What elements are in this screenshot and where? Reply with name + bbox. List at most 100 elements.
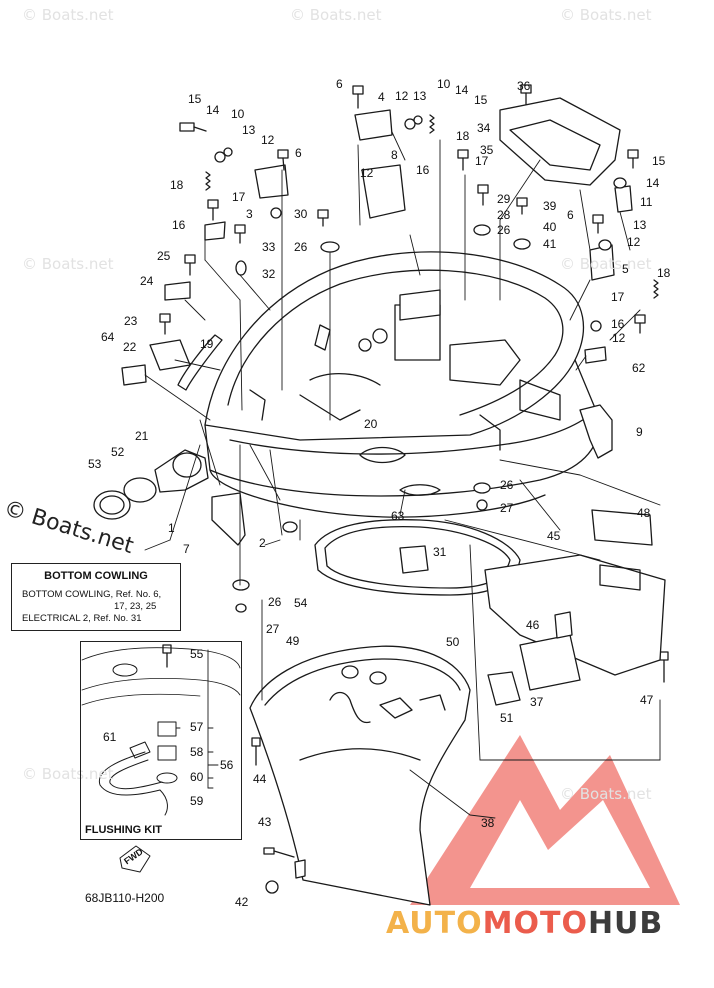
- info-box-line-2: 17, 23, 25: [114, 601, 157, 612]
- callout-number[interactable]: 50: [446, 635, 460, 649]
- callout-number[interactable]: 10: [437, 77, 451, 91]
- callout-number[interactable]: 17: [475, 154, 489, 168]
- lower-seal-bracket: [314, 519, 666, 706]
- callout-number[interactable]: 63: [391, 509, 405, 523]
- callout-number[interactable]: 38: [481, 816, 495, 830]
- callout-number[interactable]: 61: [103, 730, 117, 744]
- callout-number[interactable]: 24: [140, 274, 154, 288]
- callout-number[interactable]: 51: [500, 711, 514, 725]
- callout-number[interactable]: 36: [517, 79, 531, 93]
- callout-number[interactable]: 26: [497, 223, 511, 237]
- callout-number[interactable]: 34: [477, 121, 491, 135]
- callout-number[interactable]: 26: [294, 240, 308, 254]
- bottom-cowling-tray: [204, 251, 601, 518]
- callout-number[interactable]: 1: [168, 521, 175, 535]
- callout-number[interactable]: 28: [497, 208, 511, 222]
- callout-number[interactable]: 46: [526, 618, 540, 632]
- callout-number[interactable]: 59: [190, 794, 204, 808]
- watermark-text: © Boats.net: [560, 785, 652, 803]
- callout-number[interactable]: 49: [286, 634, 300, 648]
- callout-number[interactable]: 17: [611, 290, 625, 304]
- callout-number[interactable]: 12: [261, 133, 275, 147]
- callout-number[interactable]: 60: [190, 770, 204, 784]
- callout-number[interactable]: 18: [657, 266, 671, 280]
- callout-number[interactable]: 2: [259, 536, 266, 550]
- callout-number[interactable]: 19: [200, 337, 214, 351]
- callout-number[interactable]: 20: [364, 417, 378, 431]
- callout-number[interactable]: 26: [268, 595, 282, 609]
- callout-number[interactable]: 52: [111, 445, 125, 459]
- callout-number[interactable]: 12: [627, 235, 641, 249]
- callout-number[interactable]: 57: [190, 720, 204, 734]
- callout-number[interactable]: 56: [220, 758, 234, 772]
- callout-number[interactable]: 16: [611, 317, 625, 331]
- callout-number[interactable]: 7: [183, 542, 190, 556]
- callout-number[interactable]: 54: [294, 596, 308, 610]
- callout-number[interactable]: 18: [170, 178, 184, 192]
- callout-number[interactable]: 15: [474, 93, 488, 107]
- callout-number[interactable]: 4: [378, 90, 385, 104]
- callout-number[interactable]: 16: [172, 218, 186, 232]
- callout-number[interactable]: 43: [258, 815, 272, 829]
- callout-number[interactable]: 33: [262, 240, 276, 254]
- callout-number[interactable]: 37: [530, 695, 544, 709]
- callout-number[interactable]: 15: [652, 154, 666, 168]
- callout-number[interactable]: 64: [101, 330, 115, 344]
- callout-number[interactable]: 26: [500, 478, 514, 492]
- callout-number[interactable]: 9: [636, 425, 643, 439]
- brand-part-2: MOTO: [482, 906, 588, 941]
- callout-number[interactable]: 58: [190, 745, 204, 759]
- callout-number[interactable]: 47: [640, 693, 654, 707]
- callout-number[interactable]: 6: [567, 208, 574, 222]
- callout-number[interactable]: 27: [266, 622, 280, 636]
- callout-number[interactable]: 5: [622, 262, 629, 276]
- callout-number[interactable]: 3: [246, 207, 253, 221]
- callout-number[interactable]: 15: [188, 92, 202, 106]
- callout-number[interactable]: 35: [480, 143, 494, 157]
- watermark-text: © Boats.net: [22, 6, 114, 24]
- callout-number[interactable]: 23: [124, 314, 138, 328]
- callout-number[interactable]: 14: [206, 103, 220, 117]
- callout-number[interactable]: 14: [646, 176, 660, 190]
- callout-number[interactable]: 42: [235, 895, 249, 909]
- brand-part-3: HUB: [587, 906, 664, 941]
- callout-number[interactable]: 10: [231, 107, 245, 121]
- callout-number[interactable]: 22: [123, 340, 137, 354]
- callout-number[interactable]: 14: [455, 83, 469, 97]
- callout-number[interactable]: 8: [391, 148, 398, 162]
- watermark-text: © Boats.net: [22, 765, 114, 783]
- info-box-line-1: BOTTOM COWLING, Ref. No. 6,: [22, 589, 162, 600]
- watermark-text: © Boats.net: [560, 255, 652, 273]
- callout-number[interactable]: 13: [242, 123, 256, 137]
- callout-number[interactable]: 45: [547, 529, 561, 543]
- callout-number[interactable]: 48: [637, 506, 651, 520]
- callout-number[interactable]: 55: [190, 647, 204, 661]
- callout-number[interactable]: 25: [157, 249, 171, 263]
- callout-number[interactable]: 29: [497, 192, 511, 206]
- callout-number[interactable]: 16: [416, 163, 430, 177]
- callout-number[interactable]: 18: [456, 129, 470, 143]
- callout-number[interactable]: 41: [543, 237, 557, 251]
- diagram-part-number: 68JB110-H200: [85, 891, 165, 905]
- flushing-kit-label: FLUSHING KIT: [85, 824, 162, 836]
- callout-number[interactable]: 40: [543, 220, 557, 234]
- callout-number[interactable]: 39: [543, 199, 557, 213]
- callout-number[interactable]: 21: [135, 429, 149, 443]
- callout-number[interactable]: 12: [612, 331, 626, 345]
- callout-number[interactable]: 17: [232, 190, 246, 204]
- callout-number[interactable]: 13: [633, 218, 647, 232]
- callout-number[interactable]: 6: [336, 77, 343, 91]
- callout-number[interactable]: 12: [395, 89, 409, 103]
- callout-number[interactable]: 30: [294, 207, 308, 221]
- callout-number[interactable]: 11: [640, 195, 653, 209]
- callout-number[interactable]: 31: [433, 545, 447, 559]
- callout-number[interactable]: 12: [360, 166, 374, 180]
- callout-number[interactable]: 13: [413, 89, 427, 103]
- callout-number[interactable]: 32: [262, 267, 276, 281]
- callout-number[interactable]: 44: [253, 772, 267, 786]
- callout-number[interactable]: 6: [295, 146, 302, 160]
- callout-number[interactable]: 62: [632, 361, 646, 375]
- callout-number[interactable]: 27: [500, 501, 514, 515]
- callout-number[interactable]: 53: [88, 457, 102, 471]
